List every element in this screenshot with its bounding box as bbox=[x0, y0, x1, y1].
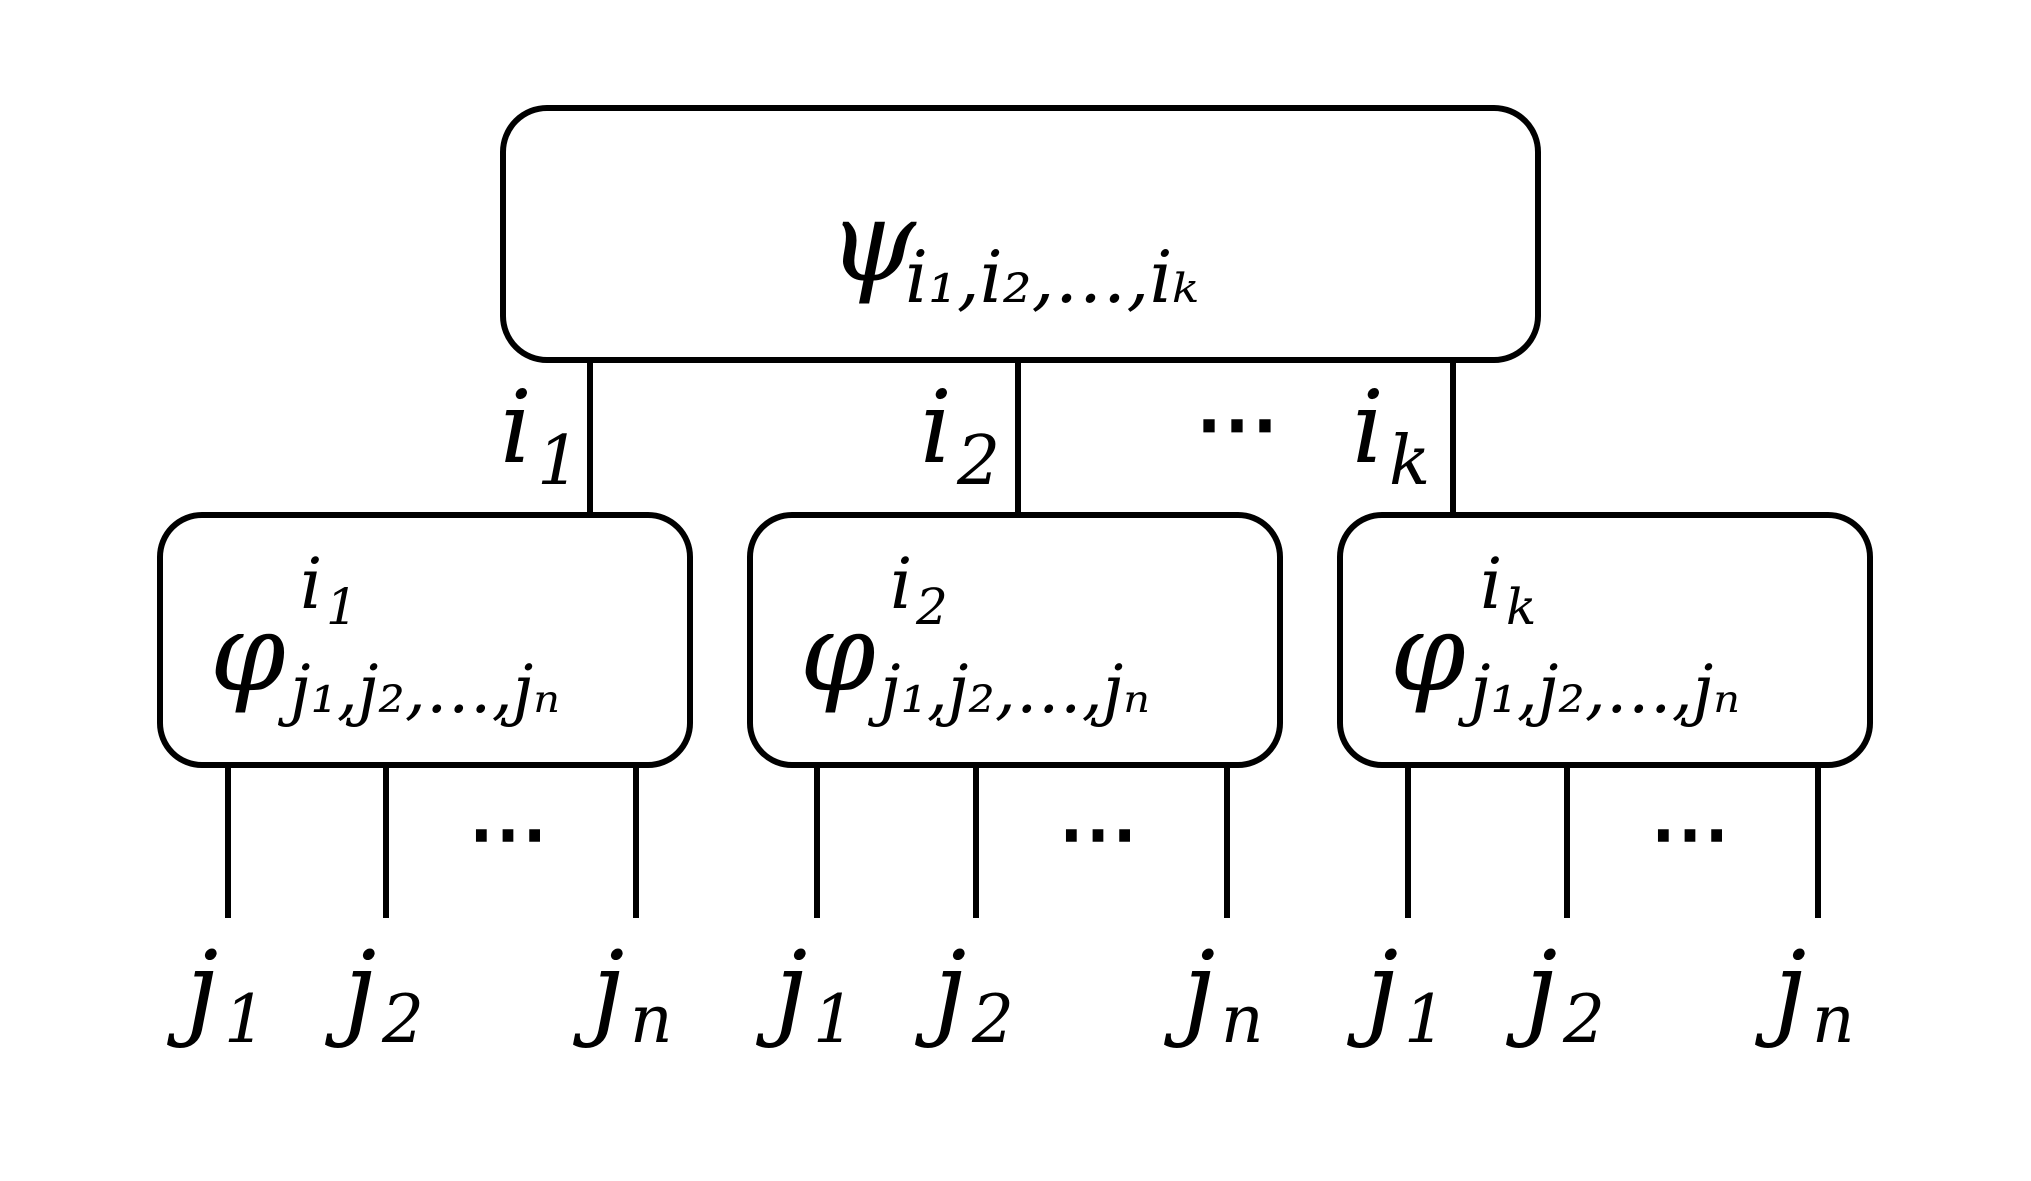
root-subscript: i₁,i₂,…,iₖ bbox=[905, 235, 1199, 319]
connection-label-1: i 1 bbox=[500, 369, 580, 501]
child-node-2: φ i 2 j₁,j₂,…,jₙ ⋯ bbox=[747, 512, 1283, 918]
child-node-k-box bbox=[1337, 512, 1873, 768]
leaf-label-1-n-sub: n bbox=[630, 981, 673, 1058]
leaf-label-2-2: j 2 bbox=[915, 928, 1014, 1058]
child-k-sup-sub: k bbox=[1506, 578, 1536, 636]
child-1-subscript: j₁,j₂,…,jₙ bbox=[277, 651, 560, 728]
leaf-label-k-1-sub: 1 bbox=[1404, 981, 1446, 1058]
child-k-subscript: j₁,j₂,…,jₙ bbox=[1457, 651, 1740, 728]
connection-label-1-base: i bbox=[500, 369, 532, 486]
leaf-label-1-2: j 2 bbox=[325, 928, 424, 1058]
root-node bbox=[500, 105, 1541, 363]
child-node-1-box bbox=[157, 512, 693, 768]
leaf-label-1-2-sub: 2 bbox=[381, 981, 424, 1058]
child-2-sup-base: i bbox=[890, 543, 912, 625]
leaf-ellipsis-1: ⋯ bbox=[468, 785, 548, 879]
leaf-ellipsis-2: ⋯ bbox=[1058, 785, 1138, 879]
child-1-sup-base: i bbox=[300, 543, 322, 625]
child-1-sup-sub: 1 bbox=[326, 578, 358, 636]
leaf-label-1-1-sub: 1 bbox=[224, 981, 266, 1058]
child-2-subscript: j₁,j₂,…,jₙ bbox=[867, 651, 1150, 728]
child-k-symbol: φ bbox=[1390, 591, 1466, 716]
child-k-sup-base: i bbox=[1480, 543, 1502, 625]
leaf-label-k-2-base: j bbox=[1506, 928, 1557, 1050]
leaf-label-1-1: j 1 bbox=[167, 928, 266, 1058]
leaf-label-1-n-base: j bbox=[573, 928, 624, 1050]
connection-label-k-base: i bbox=[1352, 369, 1384, 486]
connection-label-2: i 2 bbox=[920, 369, 1000, 501]
child-node-1: φ i 1 j₁,j₂,…,jₙ ⋯ bbox=[157, 512, 693, 918]
leaf-label-2-n: j n bbox=[1164, 928, 1264, 1058]
leaf-label-2-n-sub: n bbox=[1221, 981, 1264, 1058]
connection-label-2-sub: 2 bbox=[956, 422, 1000, 501]
leaf-label-k-n-sub: n bbox=[1812, 981, 1855, 1058]
leaf-label-2-1-base: j bbox=[756, 928, 807, 1050]
leaf-label-2-n-base: j bbox=[1164, 928, 1215, 1050]
leaf-label-k-2: j 2 bbox=[1506, 928, 1605, 1058]
child-1-symbol: φ bbox=[210, 591, 286, 716]
leaf-label-2-2-sub: 2 bbox=[971, 981, 1014, 1058]
leaf-label-2-1: j 1 bbox=[756, 928, 855, 1058]
leaf-label-1-n: j n bbox=[573, 928, 673, 1058]
child-2-symbol: φ bbox=[800, 591, 876, 716]
root-label: ψ i₁,i₂,…,iₖ bbox=[828, 177, 1199, 319]
leaf-label-2-1-sub: 1 bbox=[813, 981, 855, 1058]
connection-ellipsis: ⋯ bbox=[1195, 373, 1279, 472]
leaf-label-k-n: j n bbox=[1755, 928, 1855, 1058]
root-symbol: ψ bbox=[828, 177, 917, 307]
connection-label-k-sub: k bbox=[1389, 422, 1430, 501]
connection-label-1-sub: 1 bbox=[537, 422, 580, 501]
leaf-label-1-1-base: j bbox=[167, 928, 218, 1050]
leaf-label-2-2-base: j bbox=[915, 928, 966, 1050]
leaf-label-k-1-base: j bbox=[1347, 928, 1398, 1050]
leaf-label-k-n-base: j bbox=[1755, 928, 1806, 1050]
leaf-ellipsis-k: ⋯ bbox=[1650, 785, 1730, 879]
connection-label-2-base: i bbox=[920, 369, 952, 486]
child-2-sup-sub: 2 bbox=[915, 578, 948, 636]
connection-label-k: i k bbox=[1352, 369, 1430, 501]
leaf-label-k-2-sub: 2 bbox=[1562, 981, 1605, 1058]
child-node-k: φ i k j₁,j₂,…,jₙ ⋯ bbox=[1337, 512, 1873, 918]
leaf-label-k-1: j 1 bbox=[1347, 928, 1446, 1058]
leaf-label-1-2-base: j bbox=[325, 928, 376, 1050]
child-node-2-box bbox=[747, 512, 1283, 768]
